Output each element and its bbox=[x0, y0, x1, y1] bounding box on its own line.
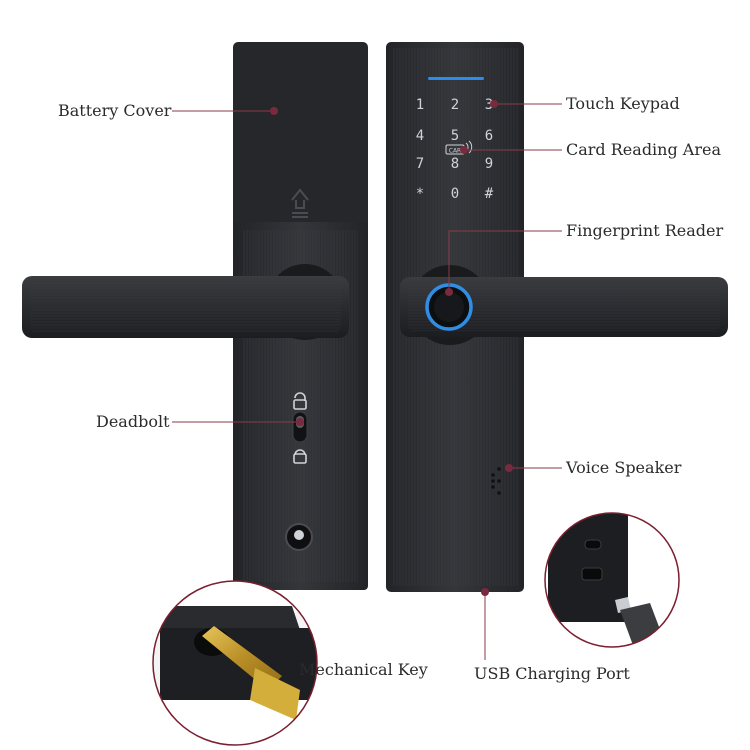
interior-unit bbox=[22, 42, 368, 590]
deadbolt-label: Deadbolt bbox=[96, 412, 170, 431]
keypad-key[interactable]: * bbox=[416, 186, 424, 202]
mechanical-key-inset bbox=[152, 580, 318, 746]
keypad-key[interactable]: # bbox=[485, 186, 494, 202]
keypad-key[interactable]: 2 bbox=[451, 97, 459, 113]
touch-keypad-label: Touch Keypad bbox=[566, 94, 680, 113]
keypad-key[interactable]: 8 bbox=[451, 156, 459, 172]
keypad-indicator bbox=[428, 77, 484, 80]
keypad-key[interactable]: 4 bbox=[416, 128, 424, 144]
keypad-key[interactable]: 1 bbox=[416, 97, 424, 113]
keypad-key[interactable]: 7 bbox=[416, 156, 424, 172]
fingerprint-sensor[interactable] bbox=[425, 283, 473, 331]
card-reading-area-label: Card Reading Area bbox=[566, 140, 722, 159]
battery-cover bbox=[233, 42, 368, 230]
keypad-key[interactable]: 6 bbox=[485, 128, 493, 144]
fingerprint-reader-label: Fingerprint Reader bbox=[566, 221, 724, 240]
mechanical-key-label: Mechanical Key bbox=[299, 660, 428, 679]
callout-dots bbox=[270, 100, 513, 596]
keypad-key[interactable]: 3 bbox=[485, 97, 493, 113]
battery-cover-label: Battery Cover bbox=[58, 101, 172, 120]
keyhole-icon bbox=[285, 523, 313, 551]
arrow-up-icon bbox=[291, 188, 309, 218]
speaker-holes bbox=[491, 467, 501, 495]
keypad-key[interactable]: 5 bbox=[451, 128, 459, 144]
callout-lines bbox=[172, 103, 562, 660]
touch-keypad[interactable]: 1 2 3 4 5 6 7 8 9 * 0 # bbox=[416, 97, 494, 202]
card-badge-text: CAR bbox=[449, 148, 461, 155]
keypad-key[interactable]: 9 bbox=[485, 156, 493, 172]
usb-port-inset bbox=[544, 512, 680, 648]
exterior-unit: 1 2 3 4 5 6 7 8 9 * 0 # CAR bbox=[386, 42, 728, 592]
usb-charging-port-label: USB Charging Port bbox=[474, 664, 630, 683]
keypad-key[interactable]: 0 bbox=[451, 186, 459, 202]
voice-speaker-label: Voice Speaker bbox=[566, 458, 682, 477]
